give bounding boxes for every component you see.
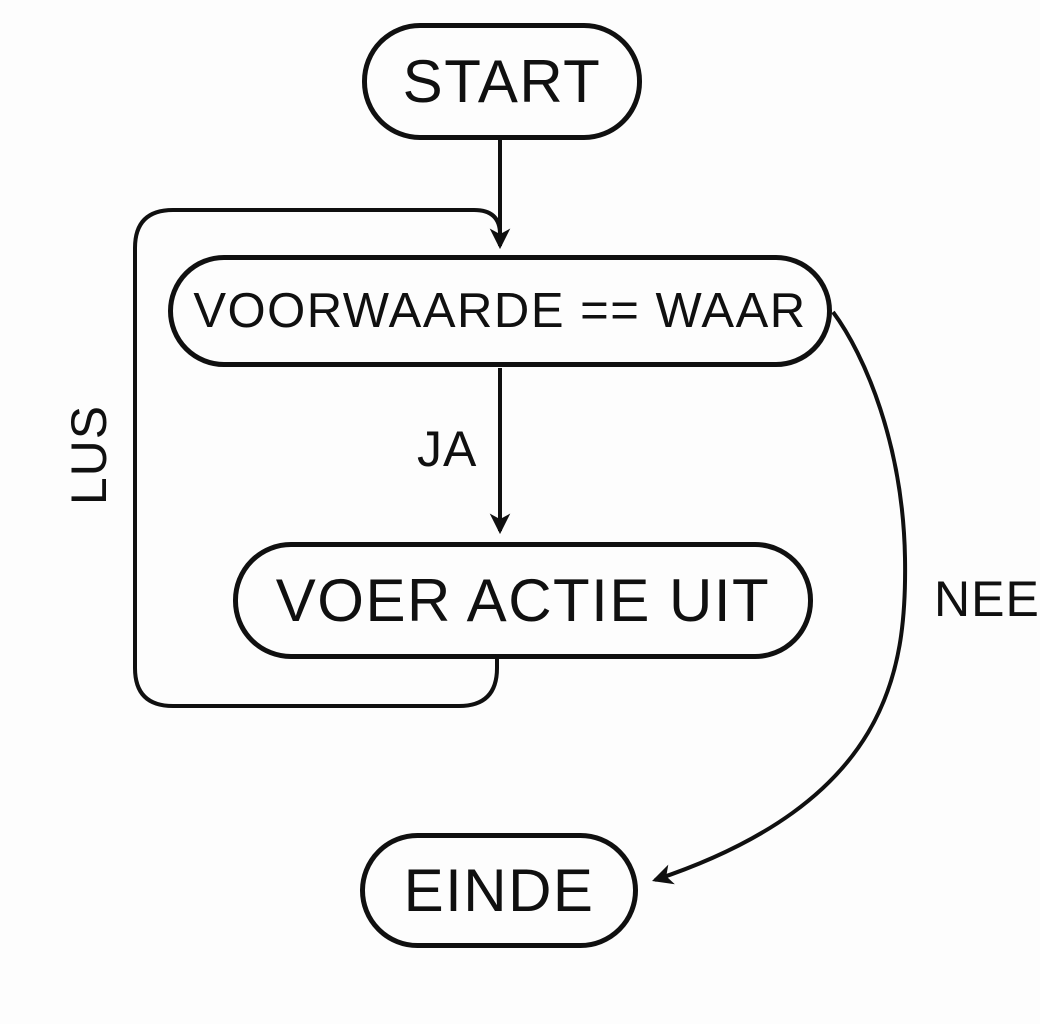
node-condition: VOORWAARDE == WAAR: [168, 255, 832, 367]
edge-label-nee: NEE: [934, 571, 1040, 627]
node-end-label: EINDE: [403, 857, 595, 924]
condition-to-end-curve: [652, 310, 908, 885]
node-action-label: VOER ACTIE UIT: [275, 567, 771, 634]
edge-label-lus: LUS: [61, 404, 117, 506]
edge-label-ja: JA: [417, 421, 478, 477]
node-end: EINDE: [360, 833, 638, 948]
node-condition-label: VOORWAARDE == WAAR: [193, 284, 807, 338]
node-start: START: [362, 23, 642, 140]
loop-back-edge: [133, 208, 502, 708]
node-action: VOER ACTIE UIT: [233, 542, 813, 659]
node-start-label: START: [402, 48, 602, 115]
